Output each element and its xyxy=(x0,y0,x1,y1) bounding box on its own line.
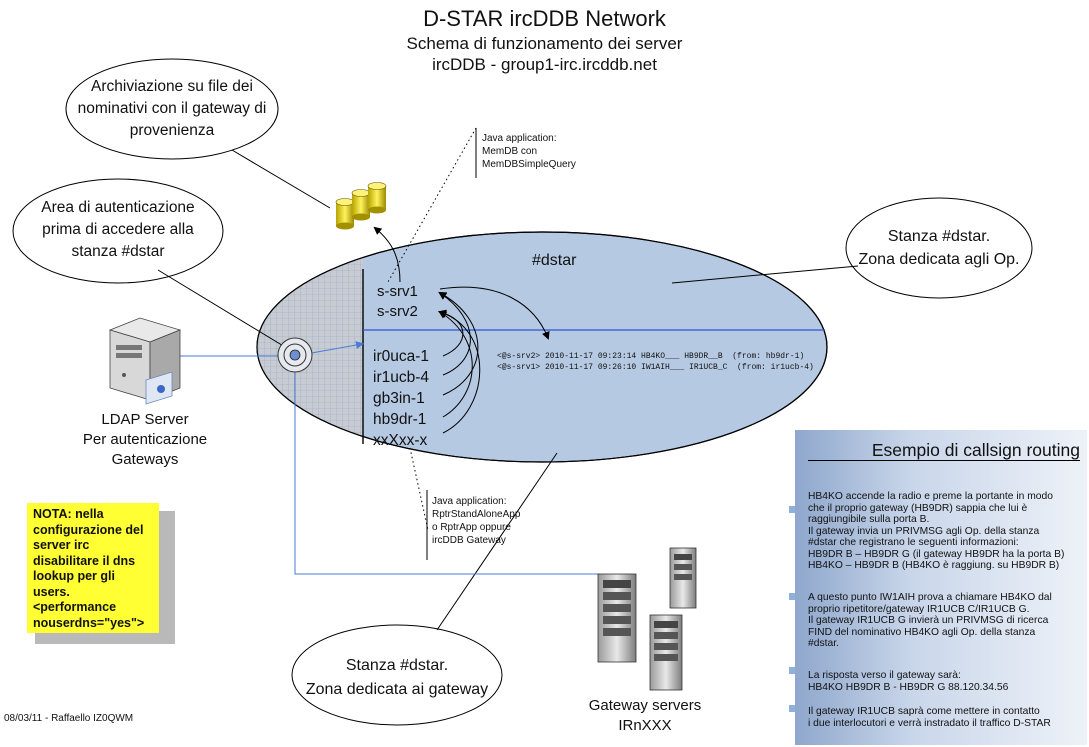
channel-label: #dstar xyxy=(532,252,577,269)
server-list: s-srv1 s-srv2 xyxy=(377,282,418,322)
panel-title-rule xyxy=(808,460,1080,461)
irc-message: <@s-srv2> 2010-11-17 09:23:14 HB4KO___ H… xyxy=(497,352,805,361)
page-title: D-STAR ircDDB Network xyxy=(423,6,666,31)
gateway-item: xxXxx-x xyxy=(373,432,428,449)
auth-bubble xyxy=(12,178,224,284)
footer-credit: 08/03/11 - Raffaello IZ0QWM xyxy=(4,713,134,724)
server-rack-icon xyxy=(597,547,697,691)
firewall-node-icon xyxy=(277,337,313,373)
panel-paragraph-3: La risposta verso il gateway sarà:HB4KO … xyxy=(808,670,1009,693)
routing-example-panel xyxy=(795,430,1087,745)
ops-bubble xyxy=(845,197,1033,299)
database-icon xyxy=(335,182,387,230)
gateway-item: gb3in-1 xyxy=(373,390,425,407)
gateway-item: hb9dr-1 xyxy=(373,411,427,428)
panel-title: Esempio di callsign routing xyxy=(871,440,1080,460)
gateway-item: ir0uca-1 xyxy=(373,348,429,365)
ops-bubble-text: Stanza #dstar.Zona dedicata agli Op. xyxy=(858,228,1020,268)
server-icon xyxy=(108,317,182,405)
server-item: s-srv2 xyxy=(377,303,418,320)
page-subtitle-server: ircDDB - group1-irc.ircddb.net xyxy=(432,55,657,74)
gateway-bubble xyxy=(291,624,503,726)
panel-paragraph-2: A questo punto IW1AIH prova a chiamare H… xyxy=(808,592,1052,649)
panel-paragraph-4: Il gateway IR1UCB saprà come mettere in … xyxy=(808,706,1051,729)
panel-paragraph-1: HB4KO accende la radio e preme la portan… xyxy=(808,491,1065,571)
page-subtitle: Schema di funzionamento dei server xyxy=(406,34,683,53)
irc-message: <@s-srv1> 2010-11-17 09:26:10 IW1AIH___ … xyxy=(497,363,814,372)
server-item: s-srv1 xyxy=(377,283,418,300)
archive-bubble xyxy=(65,58,279,160)
gateway-list: ir0uca-1 ir1ucb-4 gb3in-1 hb9dr-1 xxXxx-… xyxy=(373,346,429,451)
gateway-bubble-text: Stanza #dstar.Zona dedicata ai gateway xyxy=(305,657,489,698)
gateway-item: ir1ucb-4 xyxy=(373,369,429,386)
